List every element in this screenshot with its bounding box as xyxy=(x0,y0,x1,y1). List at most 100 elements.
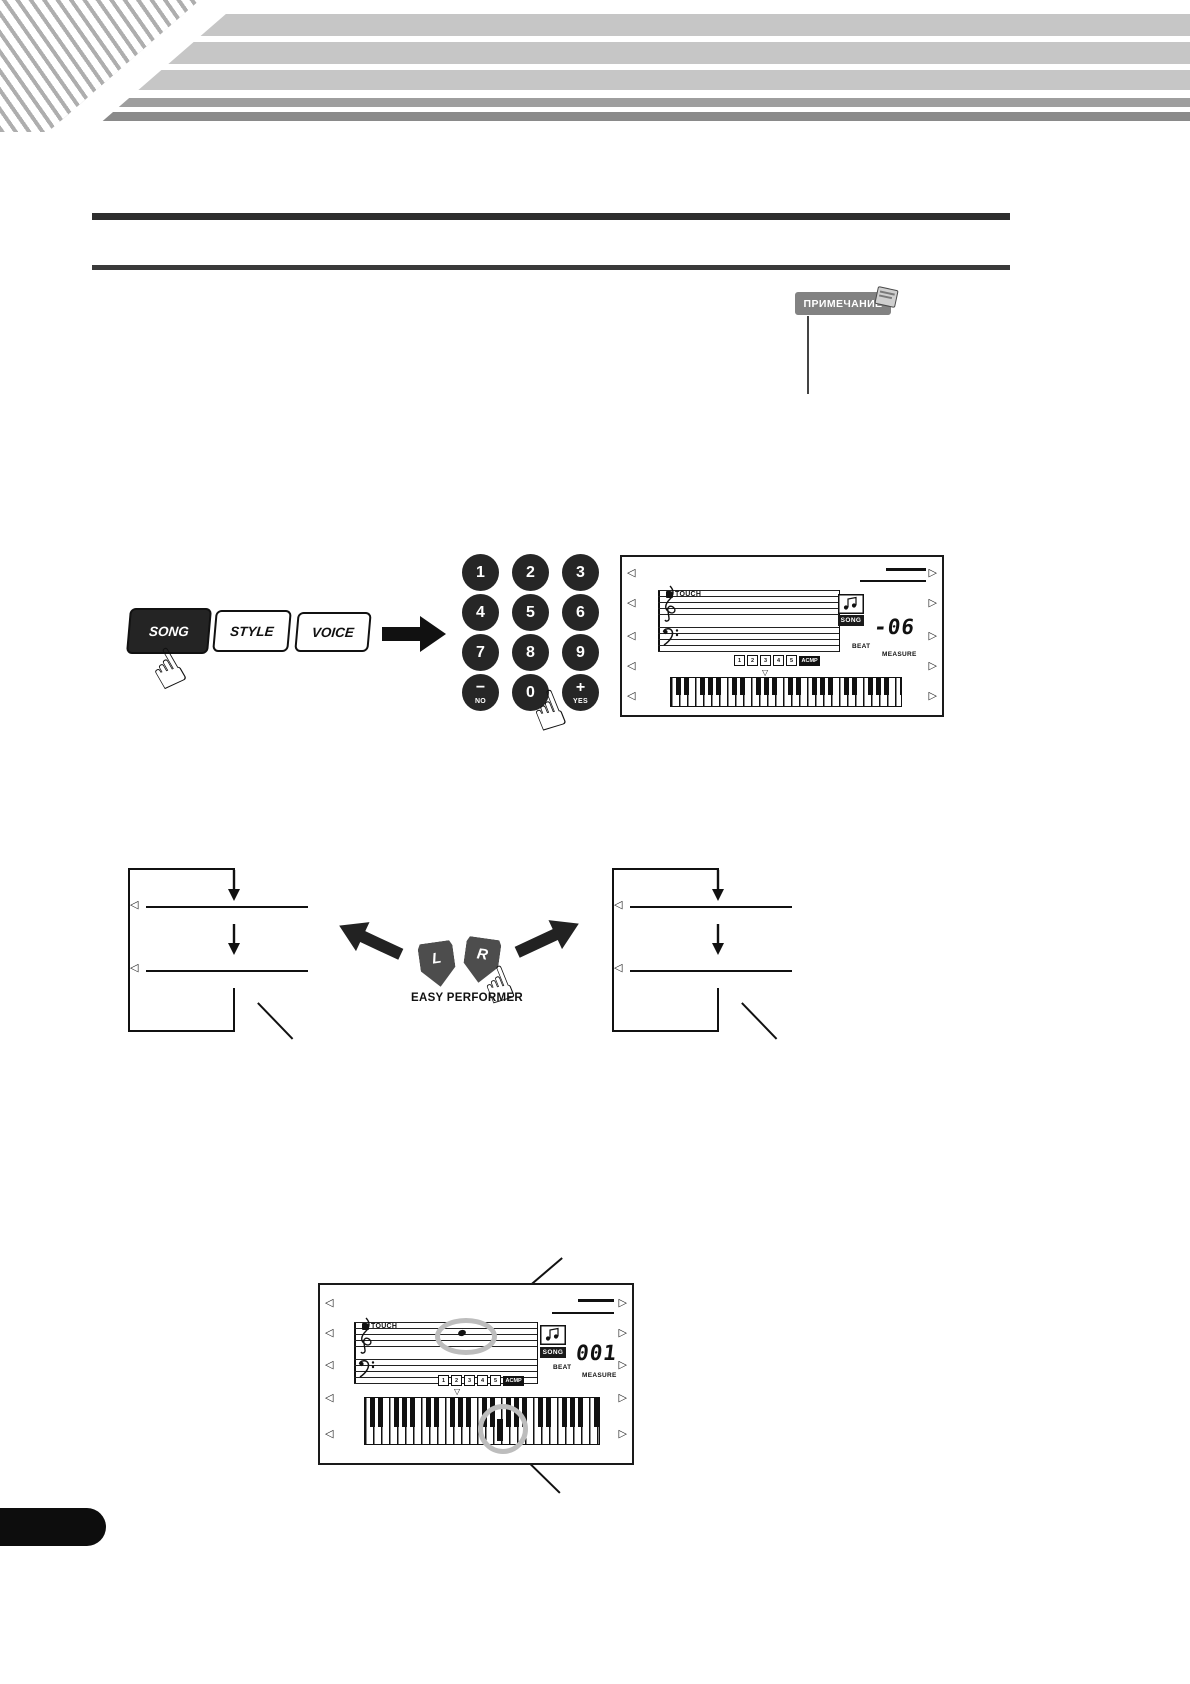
numpad-8-label: 8 xyxy=(526,643,535,661)
left-bracket-icon: ◁ xyxy=(614,898,623,911)
treble-staff xyxy=(658,590,840,616)
lcd-display-bottom: ◁ ◁ ◁ ◁ ◁ ▷ ▷ ▷ ▷ ▷ TOUCH xyxy=(318,1283,634,1465)
right-bracket-icon: ▷ xyxy=(618,1296,627,1309)
loop-line xyxy=(128,1030,235,1032)
measure-value: 001 xyxy=(574,1341,619,1365)
header-stripe xyxy=(0,70,1190,90)
numpad-2[interactable]: 2 xyxy=(512,554,549,591)
touch-icon xyxy=(362,1323,369,1330)
lcd-display-top: ◁ ◁ ◁ ◁ ◁ ▷ ▷ ▷ ▷ ▷ TOUCH xyxy=(620,555,944,717)
touch-indicator: TOUCH xyxy=(666,591,701,598)
numpad-2-label: 2 xyxy=(526,563,535,581)
numpad-1-label: 1 xyxy=(476,563,485,581)
staff-barline xyxy=(354,1322,356,1384)
numpad-8[interactable]: 8 xyxy=(512,634,549,671)
l-button[interactable]: L xyxy=(417,940,458,989)
section-rule-top xyxy=(92,213,1010,220)
plus-yes-button[interactable]: + YES xyxy=(562,674,599,711)
numpad-3[interactable]: 3 xyxy=(562,554,599,591)
no-label: NO xyxy=(474,697,487,705)
song-mode-label: SONG xyxy=(840,617,862,624)
numpad-5[interactable]: 5 xyxy=(512,594,549,631)
track-indicator-row: 1 2 3 4 5 ACMP xyxy=(734,655,821,666)
header-stripe xyxy=(0,112,1190,121)
treble-clef-icon xyxy=(664,585,676,622)
numpad-4[interactable]: 4 xyxy=(462,594,499,631)
numpad-9-label: 9 xyxy=(576,643,585,661)
loop-line xyxy=(612,868,614,1032)
note-highlight-ring xyxy=(435,1318,497,1355)
loop-line xyxy=(717,988,719,1032)
numpad-9[interactable]: 9 xyxy=(562,634,599,671)
beat-label: BEAT xyxy=(553,1364,572,1371)
treble-clef-icon xyxy=(360,1317,372,1354)
left-bracket-icon: ◁ xyxy=(130,961,139,974)
style-button-label: STYLE xyxy=(229,623,275,639)
song-name-dash xyxy=(860,580,926,582)
numpad-7[interactable]: 7 xyxy=(462,634,499,671)
l-button-label: L xyxy=(430,949,443,968)
song-mode-badge: SONG xyxy=(540,1347,566,1358)
down-marker-icon: ▽ xyxy=(762,668,769,677)
zero-label: 0 xyxy=(526,683,535,701)
display-text-line xyxy=(630,970,792,972)
left-bracket-icon: ◁ xyxy=(627,659,636,672)
numpad-6[interactable]: 6 xyxy=(562,594,599,631)
right-bracket-icon: ▷ xyxy=(618,1326,627,1339)
down-arrow-icon xyxy=(228,924,240,955)
callout-line xyxy=(741,1002,778,1040)
acmp-badge: ACMP xyxy=(799,655,821,666)
track-indicator-row: 1 2 3 4 5 ACMP xyxy=(438,1375,525,1386)
section-rule-second xyxy=(92,265,1010,270)
track-5-box: 5 xyxy=(786,655,797,666)
track-1-box: 1 xyxy=(734,655,745,666)
note-badge-label: ПРИМЕЧАНИЕ xyxy=(803,297,883,310)
right-bracket-icon: ▷ xyxy=(618,1358,627,1371)
track-3-box: 3 xyxy=(760,655,771,666)
display-text-line xyxy=(146,970,308,972)
numpad-3-label: 3 xyxy=(576,563,585,581)
display-text-line xyxy=(146,906,308,908)
track-5-box: 5 xyxy=(490,1375,501,1386)
down-arrow-icon xyxy=(712,924,724,955)
track-4-box: 4 xyxy=(477,1375,488,1386)
touch-label: TOUCH xyxy=(371,1323,398,1330)
track-2-box: 2 xyxy=(747,655,758,666)
track-4-box: 4 xyxy=(773,655,784,666)
song-file-icon xyxy=(540,1325,566,1345)
loop-line xyxy=(612,1030,719,1032)
zero-button[interactable]: 0 xyxy=(512,674,549,711)
bass-clef-icon xyxy=(358,1360,375,1378)
header-stripe xyxy=(0,14,1190,36)
right-bracket-icon: ▷ xyxy=(928,596,937,609)
minus-label: − xyxy=(475,679,486,697)
loop-line xyxy=(612,868,719,870)
bass-clef-icon xyxy=(662,628,679,646)
minus-no-button[interactable]: − NO xyxy=(462,674,499,711)
voice-button[interactable]: VOICE xyxy=(294,612,372,652)
pointing-hand-icon: ☝ xyxy=(474,954,523,1018)
song-name-dash xyxy=(552,1312,614,1314)
right-bracket-icon: ▷ xyxy=(618,1427,627,1440)
bass-staff xyxy=(658,627,840,653)
down-arrow-icon xyxy=(712,870,724,901)
numpad-1[interactable]: 1 xyxy=(462,554,499,591)
numpad-6-label: 6 xyxy=(576,603,585,621)
track-3-box: 3 xyxy=(464,1375,475,1386)
staff-barline xyxy=(536,1322,538,1384)
down-marker-icon: ▽ xyxy=(454,1387,461,1396)
measure-label: MEASURE xyxy=(582,1372,617,1379)
style-button[interactable]: STYLE xyxy=(212,610,292,652)
right-bracket-icon: ▷ xyxy=(618,1391,627,1404)
key-highlight-ring xyxy=(478,1404,528,1454)
left-bracket-icon: ◁ xyxy=(325,1358,334,1371)
measure-value: -06 xyxy=(872,615,917,639)
left-bracket-icon: ◁ xyxy=(325,1326,334,1339)
song-name-dash xyxy=(886,568,926,571)
left-bracket-icon: ◁ xyxy=(325,1391,334,1404)
loop-line xyxy=(128,868,235,870)
header-stripe xyxy=(0,42,1190,64)
left-bracket-icon: ◁ xyxy=(627,629,636,642)
song-name-dash xyxy=(578,1299,614,1302)
touch-indicator: TOUCH xyxy=(362,1323,397,1330)
